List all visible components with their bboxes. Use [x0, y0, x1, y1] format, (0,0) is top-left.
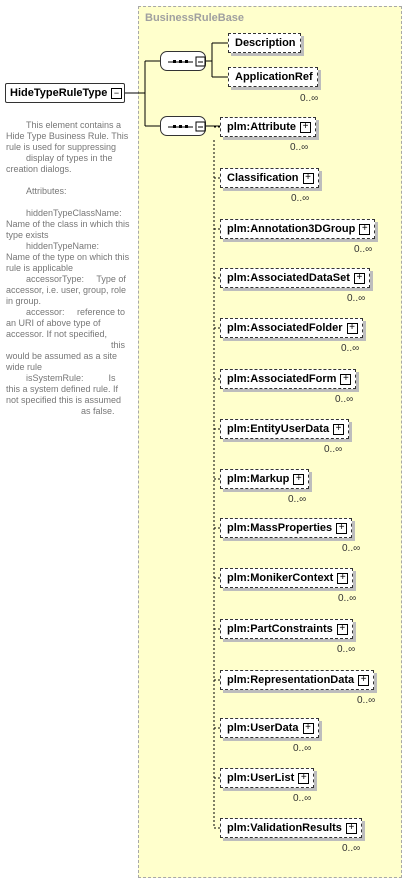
cardinality-label: 0..∞: [324, 444, 343, 455]
element-classification[interactable]: Classification+: [220, 168, 319, 188]
cardinality-label: 0..∞: [338, 593, 357, 604]
cardinality-label: 0..∞: [342, 843, 361, 854]
element-label: plm:EntityUserData: [227, 423, 330, 435]
element-applicationref[interactable]: ApplicationRef: [228, 67, 318, 87]
element-associatedfolder[interactable]: plm:AssociatedFolder+: [220, 318, 363, 338]
element-label: plm:Annotation3DGroup: [227, 223, 356, 235]
element-label: plm:Markup: [227, 473, 290, 485]
element-label: plm:RepresentationData: [227, 674, 355, 686]
element-label: plm:UserList: [227, 772, 295, 784]
element-label: plm:AssociatedFolder: [227, 322, 343, 334]
expand-icon[interactable]: +: [302, 722, 314, 734]
element-userlist[interactable]: plm:UserList+: [220, 768, 315, 788]
element-associatedform[interactable]: plm:AssociatedForm+: [220, 369, 357, 389]
cardinality-label: 0..∞: [293, 793, 312, 804]
cardinality-label: 0..∞: [347, 293, 366, 304]
expand-icon[interactable]: +: [353, 272, 365, 284]
sequence-compositor-elements[interactable]: [160, 116, 206, 136]
element-partconstraints[interactable]: plm:PartConstraints+: [220, 619, 353, 639]
expand-icon[interactable]: +: [345, 822, 357, 834]
element-label: ApplicationRef: [235, 71, 313, 83]
cardinality-label: 0..∞: [291, 193, 310, 204]
sequence-icon: [168, 56, 206, 67]
element-monikercontext[interactable]: plm:MonikerContext+: [220, 568, 354, 588]
element-description[interactable]: Description: [228, 33, 301, 53]
sequence-icon: [168, 121, 206, 132]
element-validationresults[interactable]: plm:ValidationResults+: [220, 818, 362, 838]
element-massproperties[interactable]: plm:MassProperties+: [220, 518, 353, 538]
element-label: plm:AssociatedDataSet: [227, 272, 350, 284]
cardinality-label: 0..∞: [341, 343, 360, 354]
expand-icon[interactable]: +: [333, 423, 345, 435]
element-label: plm:Attribute: [227, 121, 297, 133]
expand-icon[interactable]: +: [358, 674, 370, 686]
expand-icon[interactable]: +: [298, 772, 310, 784]
sequence-compositor-base[interactable]: [160, 51, 206, 71]
root-element-hidetyperuletype[interactable]: HideTypeRuleType −: [5, 83, 125, 103]
element-label: plm:MonikerContext: [227, 572, 334, 584]
cardinality-label: 0..∞: [337, 644, 356, 655]
collapse-icon[interactable]: −: [111, 88, 122, 99]
cardinality-label: 0..∞: [354, 244, 373, 255]
expand-icon[interactable]: +: [340, 373, 352, 385]
element-label: plm:UserData: [227, 722, 299, 734]
cardinality-label: 0..∞: [335, 394, 354, 405]
cardinality-label: 0..∞: [288, 494, 307, 505]
expand-icon[interactable]: +: [337, 572, 349, 584]
cardinality-label: 0..∞: [290, 142, 309, 153]
base-group-title: BusinessRuleBase: [145, 12, 245, 24]
expand-icon[interactable]: +: [359, 223, 371, 235]
cardinality-label: 0..∞: [342, 543, 361, 554]
element-label: plm:PartConstraints: [227, 623, 333, 635]
element-representationdata[interactable]: plm:RepresentationData+: [220, 670, 375, 690]
element-label: Classification: [227, 172, 299, 184]
cardinality-label: 0..∞: [293, 743, 312, 754]
element-label: plm:MassProperties: [227, 522, 333, 534]
element-annotation3dgroup[interactable]: plm:Annotation3DGroup+: [220, 219, 376, 239]
element-label: plm:ValidationResults: [227, 822, 342, 834]
expand-icon[interactable]: +: [302, 172, 314, 184]
root-element-label: HideTypeRuleType: [10, 87, 108, 99]
expand-icon[interactable]: +: [336, 623, 348, 635]
expand-icon[interactable]: +: [336, 522, 348, 534]
expand-icon[interactable]: +: [300, 121, 312, 133]
expand-icon[interactable]: +: [346, 322, 358, 334]
element-entityuserdata[interactable]: plm:EntityUserData+: [220, 419, 350, 439]
cardinality-label: 0..∞: [300, 93, 319, 104]
element-associateddataset[interactable]: plm:AssociatedDataSet+: [220, 268, 370, 288]
cardinality-label: 0..∞: [357, 695, 376, 706]
element-label: Description: [235, 37, 296, 49]
element-documentation: This element contains a Hide Type Busine…: [6, 120, 130, 416]
expand-icon[interactable]: +: [293, 473, 305, 485]
element-userdata[interactable]: plm:UserData+: [220, 718, 319, 738]
element-markup[interactable]: plm:Markup+: [220, 469, 310, 489]
element-label: plm:AssociatedForm: [227, 373, 337, 385]
element-attribute[interactable]: plm:Attribute+: [220, 117, 317, 137]
